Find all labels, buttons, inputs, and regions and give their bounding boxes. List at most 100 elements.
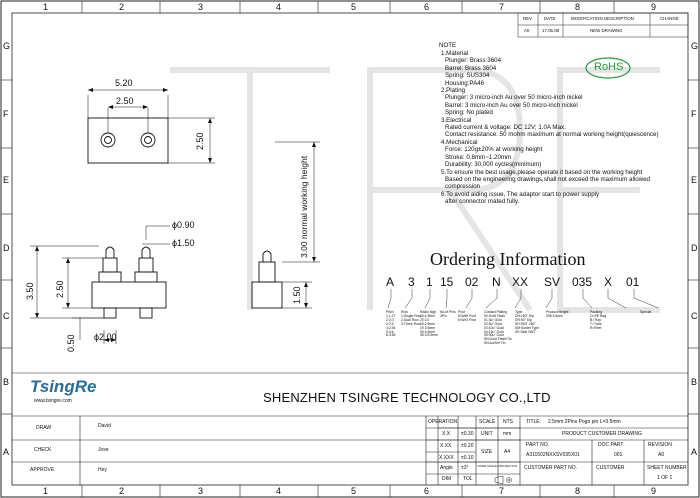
title-label: TITLE: xyxy=(526,419,542,425)
tol-value: ±3° xyxy=(461,465,469,471)
side-view xyxy=(30,141,320,344)
zone-col: 1 xyxy=(43,2,49,12)
note-line: Plunger: Brass 3604 xyxy=(445,57,502,65)
code-segment: X xyxy=(604,275,613,289)
dim-plunger-dia: ϕ0.90 xyxy=(172,220,195,230)
note-line: Based on the engineering drawings,shall … xyxy=(445,175,650,183)
zone-row: D xyxy=(691,243,698,253)
notes-title: NOTE xyxy=(439,42,457,49)
sheet: 1 OF 1 xyxy=(657,475,673,481)
note-line: 2.Plating xyxy=(441,87,466,95)
company-logo: TsingRe xyxy=(30,377,97,396)
zone-col: 6 xyxy=(424,2,430,12)
zone-col: 6 xyxy=(424,486,430,496)
note-line: Stroke: 0.8mm~1.20mm xyxy=(445,153,512,161)
size-label: SIZE xyxy=(481,449,493,455)
code-segment: 3 xyxy=(408,275,415,289)
note-line: Barrel: 3 micro-inch Au over 50 micro-in… xyxy=(445,101,578,109)
title-block-grid xyxy=(12,372,688,485)
part-no-label: PART NO. xyxy=(526,442,550,448)
legend-height: Product Height 035:3.5mm xyxy=(546,310,569,318)
check-label: CHECK xyxy=(34,447,52,453)
note-line: Rated current & voltage: DC 12V; 1.0A Ma… xyxy=(445,124,566,132)
legend-row: Row 1:Single Row 2:Dual Row 3:Three Row xyxy=(401,310,421,326)
projection-label: THIRD ANGLE PROJECTION xyxy=(477,464,518,468)
tol-value: ±0.20 xyxy=(461,443,474,449)
ordering-leaders xyxy=(387,289,659,309)
legend-type: Type DH:180° Dip DR:90° Dip SH:SMT 180° … xyxy=(515,310,540,334)
watermark xyxy=(170,67,660,313)
operation-label: OPERATION xyxy=(428,419,458,425)
zone-row: G xyxy=(691,41,699,51)
legend-special: Special xyxy=(640,310,652,314)
legend-packing: Packing O=PE Bag B=Tray T=Tube R=Reel xyxy=(590,310,607,330)
note-line: 5.To ensure the best usage,please operat… xyxy=(441,168,643,176)
approve-label: APPROVE xyxy=(30,467,55,473)
zone-row: G xyxy=(3,41,11,51)
revision-table xyxy=(517,12,689,38)
tol-label: TOL xyxy=(463,476,473,482)
rev-cell: A0 xyxy=(524,28,530,33)
rev-cell: NEW DRAWING xyxy=(590,28,623,33)
note-line: Barrel: Brass 3604 xyxy=(445,64,497,72)
dim-body-dia: ϕ1.50 xyxy=(172,238,195,248)
zone-row: F xyxy=(691,109,697,119)
note-line: Housing:PA46 xyxy=(445,79,485,87)
customer-part-label: CUSTOMER PART NO. xyxy=(524,465,577,471)
rev-header: CHANGE xyxy=(660,16,679,21)
code-segment: 035 xyxy=(572,275,593,289)
dim-working-height: 3.00 normal working height xyxy=(299,155,309,258)
draw-label: DRAW xyxy=(36,425,52,431)
zone-col: 5 xyxy=(351,2,357,12)
code-segment: SV xyxy=(544,275,561,289)
drawing-type: PRODUCT CUSTOMER DRAWING xyxy=(562,431,642,437)
code-segment: N xyxy=(492,275,501,289)
note-line: Spring: SUS304 xyxy=(445,72,490,80)
legend-plating: Contact Plating 00:Gold Flash 01:3u" Gol… xyxy=(484,310,512,346)
legend-radio-high: Radio high 15:1.5mm 20:2.0 25:2.5mm 20.0… xyxy=(420,310,438,338)
company-url: www.tsingre.com xyxy=(34,398,72,404)
zone-row: D xyxy=(3,243,10,253)
zone-col: 9 xyxy=(651,486,657,496)
projection-symbol xyxy=(494,475,512,485)
note-line: Plunger: 3 micro-inch Au over 50 micro-i… xyxy=(445,94,583,102)
rev-header: REV xyxy=(523,16,533,21)
customer-label: CUSTOMER xyxy=(596,465,625,471)
note-line: Spring: No plated xyxy=(445,109,493,117)
code-segment: A xyxy=(386,275,395,289)
note-line: Contact resistance: 50 mohm maximum at n… xyxy=(445,131,659,139)
dim-top-height: 2.50 xyxy=(195,132,205,150)
zone-col: 9 xyxy=(651,2,657,12)
zone-row: E xyxy=(691,175,698,185)
legend-post: Post N:With Post N:W/O Post xyxy=(458,310,476,322)
tol-key: X.XXX xyxy=(439,455,454,461)
ordering-title: Ordering Information xyxy=(430,249,586,269)
zone-col: 3 xyxy=(198,486,204,496)
zone-row: E xyxy=(3,175,10,185)
note-line: Force: 120g±20% at working height xyxy=(445,146,543,154)
zone-col: 2 xyxy=(119,486,125,496)
dim-label: DIM xyxy=(442,476,452,482)
zone-col: 1 xyxy=(43,486,49,496)
scale-value: NTS xyxy=(503,419,513,425)
dim-side-height: 2.50 xyxy=(55,280,65,298)
unit-label: UNIT xyxy=(481,431,493,437)
zone-col: 7 xyxy=(499,2,505,12)
size-value: A4 xyxy=(504,449,511,455)
note-line: 6.To avoid aiding issue, The adaptor sta… xyxy=(441,190,600,198)
unit-value: mm xyxy=(503,431,512,437)
zone-row: C xyxy=(3,311,10,321)
doc-part: 001 xyxy=(614,452,623,458)
check-name: Jose xyxy=(98,447,109,453)
tol-key: X.XX xyxy=(440,443,452,449)
zone-col: 2 xyxy=(119,2,125,12)
zone-row: F xyxy=(3,109,9,119)
note-line: 4.Mechanical xyxy=(441,138,478,146)
note-line: 1.Material xyxy=(441,50,469,57)
dim-base-dia: ϕ2.00 xyxy=(94,332,117,342)
zone-col: 4 xyxy=(276,486,282,496)
notes-list: 1.Material Plunger: Brass 3604 Barrel: B… xyxy=(441,50,659,206)
scale-label: SCALE xyxy=(479,419,496,425)
rev-header: DATE xyxy=(544,16,556,21)
dim-pitch: 2.50 xyxy=(116,96,134,106)
